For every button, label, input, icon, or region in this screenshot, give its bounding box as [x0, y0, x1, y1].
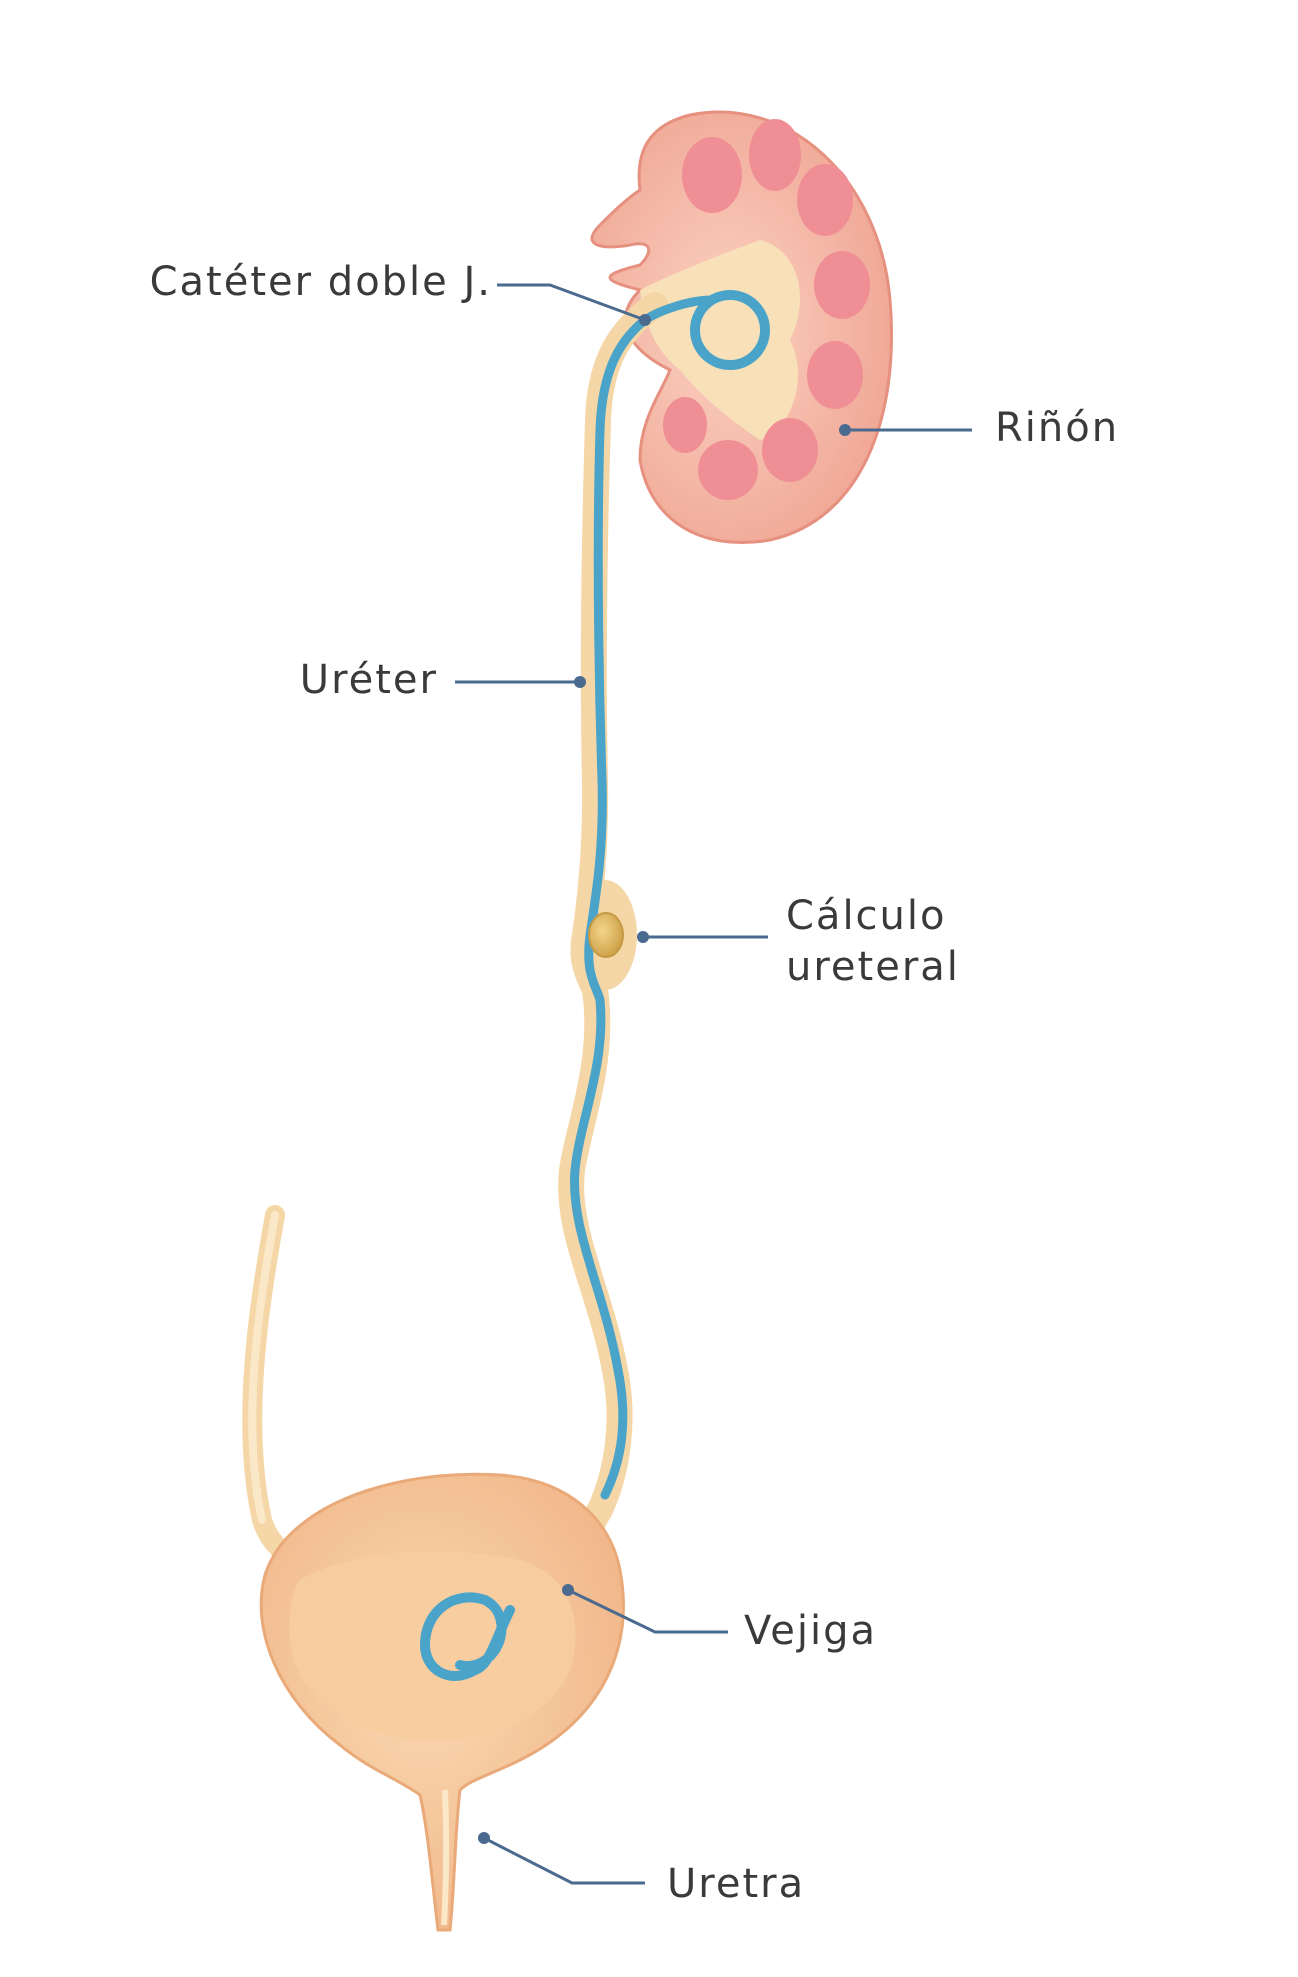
leader-lines	[455, 283, 972, 1885]
label-calculo-line1: Cálculo	[786, 893, 947, 939]
leader-uretra	[483, 1836, 645, 1885]
label-uretra: Uretra	[667, 1861, 806, 1907]
catheter-upper-coil	[690, 290, 770, 370]
bladder	[259, 1472, 625, 1932]
renal-pelvis	[640, 240, 800, 440]
leader-cateter	[497, 283, 646, 322]
ureteral-stone	[588, 912, 624, 958]
kidney	[590, 110, 893, 544]
leader-vejiga	[567, 1588, 728, 1634]
label-cateter: Catéter doble J.	[149, 259, 492, 305]
label-calculo-line2: ureteral	[786, 944, 960, 990]
label-ureter: Uréter	[299, 657, 438, 703]
label-rinon: Riñón	[995, 405, 1120, 451]
catheter-lower-coil	[419, 1592, 515, 1681]
label-vejiga: Vejiga	[744, 1608, 877, 1654]
